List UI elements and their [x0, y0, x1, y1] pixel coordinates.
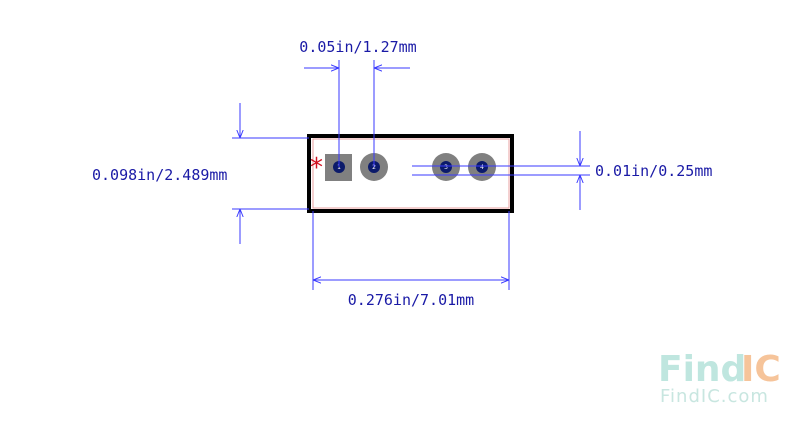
- pad-4-hole: [476, 161, 488, 173]
- pad-3-label: 3: [444, 164, 448, 171]
- pin1-marker: *: [310, 153, 323, 183]
- dimension-height: [232, 103, 309, 244]
- dimension-pad-offset: [412, 131, 590, 210]
- pad-offset-label: 0.01in/0.25mm: [595, 162, 712, 180]
- pad-4-label: 4: [480, 164, 484, 171]
- watermark-site: FindIC.com: [660, 386, 769, 407]
- pad-4: 4: [468, 153, 496, 181]
- pitch-label: 0.05in/1.27mm: [299, 38, 416, 56]
- findic-watermark-logo: Find IC FindIC.com: [658, 349, 781, 407]
- body-inner-outline: [312, 138, 510, 209]
- height-label: 0.098in/2.489mm: [92, 166, 227, 184]
- component-body: [307, 134, 514, 213]
- body-outline: [307, 134, 514, 213]
- pad-3-hole: [440, 161, 452, 173]
- dimension-width: [312, 211, 510, 290]
- dimension-pitch: [304, 60, 410, 167]
- watermark-find: Find: [658, 349, 746, 390]
- pad-3: 3: [432, 153, 460, 181]
- watermark-ic: IC: [741, 349, 781, 390]
- pad-1-label: 1: [337, 164, 341, 171]
- pad-2-label: 2: [372, 164, 376, 171]
- width-label: 0.276in/7.01mm: [348, 291, 474, 309]
